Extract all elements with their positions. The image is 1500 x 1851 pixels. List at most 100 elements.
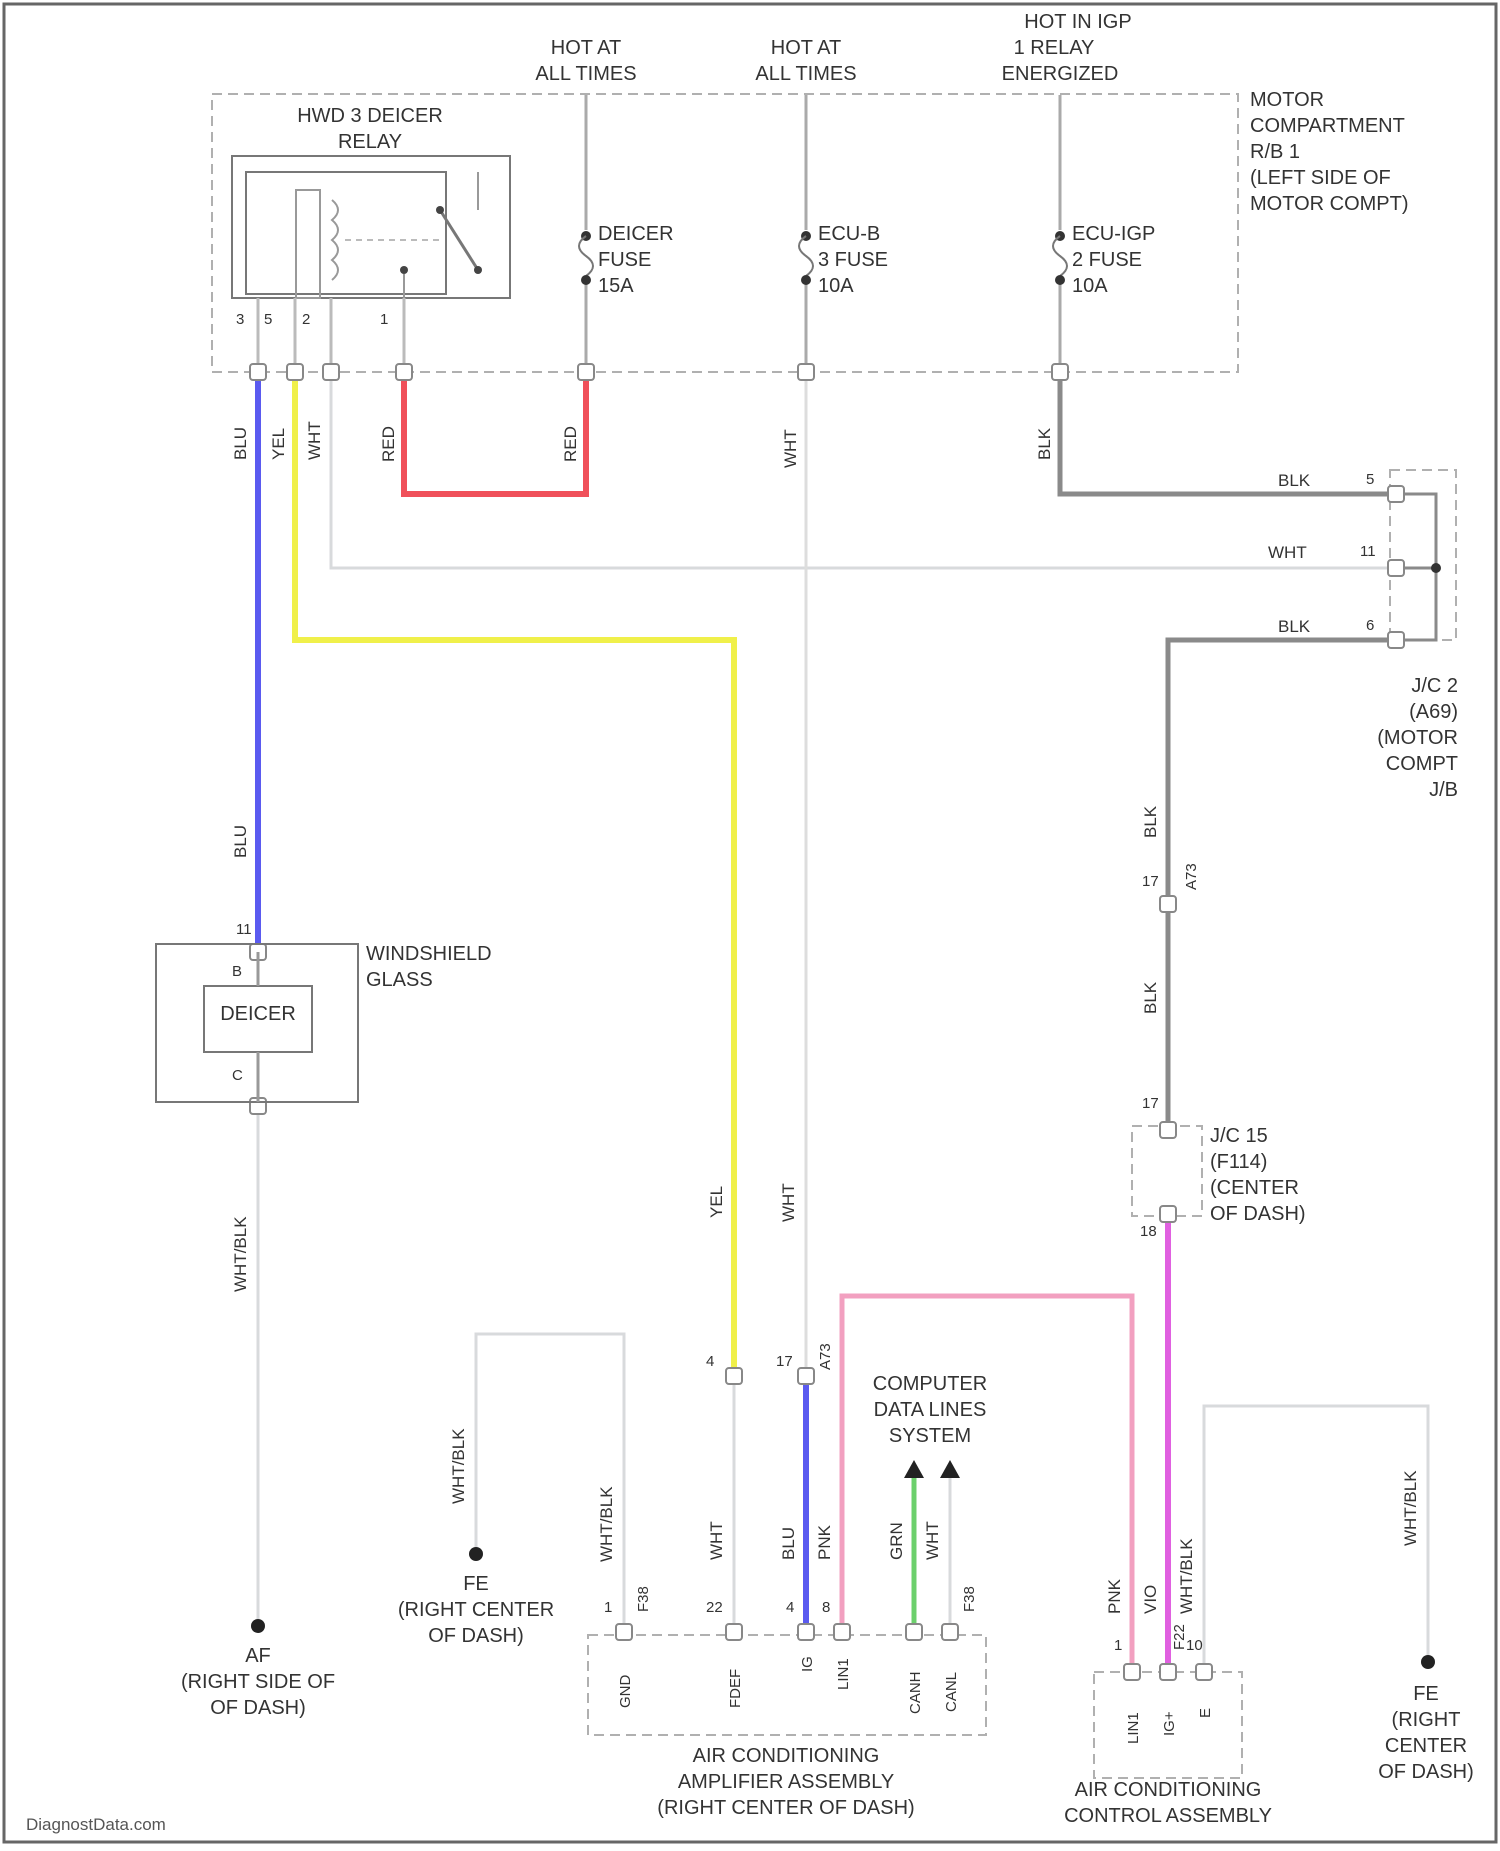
inline-conn-pin-left: 4	[706, 1353, 714, 1370]
ctrl-pin-1-num: 1	[1114, 1637, 1122, 1654]
wire-label-grn-amp: GRN	[887, 1522, 906, 1560]
wire-label-wht-top: WHT	[305, 421, 324, 460]
feed-hot2-line1: HOT AT	[771, 37, 841, 59]
watermark: DiagnostData.com	[26, 1815, 166, 1834]
ecu-igp-fuse-line3: 10A	[1072, 275, 1108, 297]
windshield-label-line1: WINDSHIELD	[366, 943, 492, 965]
amp-pin-1-name: GND	[617, 1675, 634, 1709]
relay-pin-a: 3	[236, 311, 244, 328]
ground-fe-left-line1: FE	[463, 1573, 489, 1595]
wire-label-blu-mid: BLU	[231, 825, 250, 858]
windshield-pin-top-conn: 11	[236, 921, 252, 938]
ground-af-line1: AF	[245, 1645, 271, 1667]
motor-comp-line2: COMPARTMENT	[1250, 115, 1405, 137]
ecu-igp-fuse-line2: 2 FUSE	[1072, 249, 1142, 271]
wire-label-yel-bot: YEL	[707, 1186, 726, 1218]
wire-blk-jc2-jc15	[1168, 640, 1396, 1130]
feed-hot3-line3: ENERGIZED	[1002, 63, 1119, 85]
wire-label-blk-top: BLK	[1035, 427, 1054, 460]
amplifier-label-line3: (RIGHT CENTER OF DASH)	[657, 1797, 914, 1819]
ctrl-pin-3-num: 10	[1186, 1637, 1203, 1654]
deicer-element-label: DEICER	[220, 1003, 296, 1025]
jc2-pin-a: 5	[1366, 471, 1374, 488]
inline-conn-pin-right: 17	[776, 1353, 793, 1370]
wire-label-yel-top: YEL	[269, 428, 288, 460]
ecu-b-fuse-line3: 10A	[818, 275, 854, 297]
ground-fe-right-line4: OF DASH)	[1378, 1761, 1474, 1783]
jc15-label-line3: (CENTER	[1210, 1177, 1299, 1199]
ecu-b-fuse	[799, 231, 813, 285]
deicer-fuse-line2: FUSE	[598, 249, 651, 271]
wire-wht-blk-ground-fe-left	[476, 1334, 624, 1628]
amplifier-assembly-box	[588, 1635, 986, 1735]
motor-comp-line4: (LEFT SIDE OF	[1250, 167, 1391, 189]
wire-label-wht-blk-fe: WHT/BLK	[449, 1428, 468, 1504]
ground-fe-left-line3: OF DASH)	[428, 1625, 524, 1647]
ground-fe-right-line2: (RIGHT	[1392, 1709, 1461, 1731]
wire-label-wht-can: WHT	[923, 1521, 942, 1560]
feed-hot1-line2: ALL TIMES	[535, 63, 636, 85]
control-label-line2: CONTROL ASSEMBLY	[1064, 1805, 1272, 1827]
wire-blk-ecu-igp	[1060, 380, 1396, 494]
data-lines-arrows	[904, 1460, 960, 1478]
wire-label-wht-bot: WHT	[779, 1183, 798, 1222]
ecu-b-fuse-line1: ECU-B	[818, 223, 880, 245]
windshield-pin-top: B	[232, 963, 242, 980]
connector-mid-pin-a: 17	[1142, 873, 1159, 890]
wire-label-blk-h1: BLK	[1278, 471, 1311, 490]
jc2-pin-c: 6	[1366, 617, 1374, 634]
ground-af-line2: (RIGHT SIDE OF	[181, 1671, 335, 1693]
wire-label-blu-top: BLU	[231, 427, 250, 460]
windshield-pin-bottom: C	[232, 1067, 243, 1084]
wire-yel-fdef	[295, 380, 734, 1368]
inline-conn-code: A73	[817, 1343, 834, 1370]
deicer-fuse-line3: 15A	[598, 275, 634, 297]
motor-comp-line5: MOTOR COMPT)	[1250, 193, 1409, 215]
relay-title-line1: HWD 3 DEICER	[297, 105, 443, 127]
wire-label-wht-h: WHT	[1268, 543, 1307, 562]
wire-label-wht-mid: WHT	[781, 429, 800, 468]
amp-pin-4-num: 8	[822, 1599, 830, 1616]
wire-label-wht-blk-left: WHT/BLK	[231, 1216, 250, 1292]
deicer-relay	[232, 156, 510, 298]
connector-mid-code-a: A73	[1183, 863, 1200, 890]
data-lines-line1: COMPUTER	[873, 1373, 987, 1395]
amp-pin-3-num: 4	[786, 1599, 794, 1616]
ground-fe-left-line2: (RIGHT CENTER	[398, 1599, 554, 1621]
relay-pin-d: 1	[380, 311, 388, 328]
jc2-label-line4: COMPT	[1386, 753, 1458, 775]
control-label-line1: AIR CONDITIONING	[1075, 1779, 1262, 1801]
amp-pin-2-num: 22	[706, 1599, 723, 1616]
wire-label-blk-v1: BLK	[1141, 805, 1160, 838]
jc15-pin-bottom: 18	[1140, 1223, 1157, 1240]
relay-title-line2: RELAY	[338, 131, 402, 153]
ground-fe-right-symbol	[1421, 1655, 1435, 1669]
deicer-fuse	[579, 231, 593, 285]
wire-label-pnk-amp: PNK	[815, 1524, 834, 1560]
jc2-label-line2: (A69)	[1409, 701, 1458, 723]
relay-pin-b: 5	[264, 311, 272, 328]
amp-pin-5-name: CANH	[907, 1671, 924, 1714]
amp-pin-2-name: FDEF	[727, 1669, 744, 1708]
feed-hot3-line1: HOT IN IGP	[1024, 11, 1131, 33]
jc2-label-line1: J/C 2	[1411, 675, 1458, 697]
feed-hot2-line2: ALL TIMES	[755, 63, 856, 85]
connector-mid-pin-b: 17	[1142, 1095, 1159, 1112]
ctrl-pin-3-name: E	[1197, 1708, 1214, 1718]
feed-hot1-line1: HOT AT	[551, 37, 621, 59]
motor-comp-line1: MOTOR	[1250, 89, 1324, 111]
ground-fe-right-line3: CENTER	[1385, 1735, 1467, 1757]
labels: HOT AT ALL TIMES HOT AT ALL TIMES HOT IN…	[26, 11, 1474, 1834]
amp-pin-3-name: IG	[799, 1656, 816, 1672]
wire-label-blu-amp: BLU	[779, 1527, 798, 1560]
relay-pin-c: 2	[302, 311, 310, 328]
ecu-igp-fuse	[1053, 231, 1067, 285]
amp-pin-1-conn: F38	[635, 1586, 652, 1612]
motor-comp-line3: R/B 1	[1250, 141, 1300, 163]
ground-af-line3: OF DASH)	[210, 1697, 306, 1719]
amp-pin-1-num: 1	[604, 1599, 612, 1616]
ecu-b-fuse-line2: 3 FUSE	[818, 249, 888, 271]
wire-wht-blk-ground-fe-right	[1204, 1406, 1428, 1672]
ctrl-pin-2-name: IG+	[1161, 1711, 1178, 1736]
